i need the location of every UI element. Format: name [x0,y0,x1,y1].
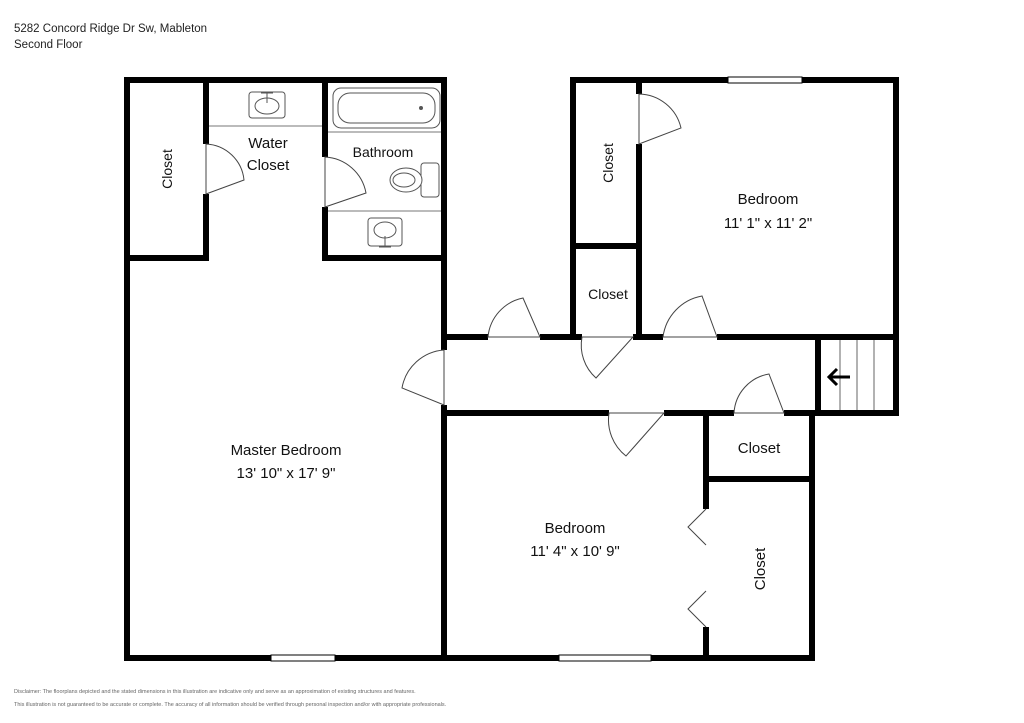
door-swing-icon [324,156,367,208]
windows [270,76,803,662]
sink-icon [367,217,403,248]
closet-hall-label: Closet [588,286,628,302]
closet-master-label: Closet [159,149,175,189]
stairs [826,340,875,410]
toilet-icon [389,162,440,198]
door-swing-icon [580,336,635,379]
closet-mid-right-label: Closet [738,440,781,457]
closet-top-right-label: Closet [600,143,616,183]
master-bedroom-label: Master Bedroom [231,442,342,459]
walls [124,77,899,661]
stairs-arrow-icon [826,367,850,387]
water-closet-label-line2: Closet [247,157,290,174]
bedroom-bottom-label: Bedroom [545,520,606,537]
bathtub-icon [332,87,441,129]
door-swing-icon [487,297,541,338]
bedroom-top-right-dims: 11' 1" x 11' 2" [724,215,812,232]
bedroom-bottom-dims: 11' 4" x 10' 9" [530,543,620,560]
property-address: 5282 Concord Ridge Dr Sw, Mableton [14,23,208,35]
door-swing-icon [638,93,682,145]
door-swing-icon [733,373,785,414]
fixtures [248,87,441,248]
disclaimer-line-1: Disclaimer: The floorplans depicted and … [14,689,416,695]
door-swing-icon [401,349,445,406]
doors [203,93,785,628]
bedroom-top-right-label: Bedroom [738,191,799,208]
sink-icon [248,91,286,119]
water-closet-label-line1: Water [248,135,287,152]
master-bedroom-dims: 13' 10" x 17' 9" [237,465,336,482]
disclaimer-line-2: This illustration is not guaranteed to b… [14,702,447,708]
door-swing-icon [608,412,666,457]
floor-label: Second Floor [14,39,83,51]
door-swing-icon [205,143,245,195]
closet-bottom-right-label: Closet [752,547,769,590]
door-swing-icon [662,295,718,338]
bathroom-label: Bathroom [353,144,414,160]
